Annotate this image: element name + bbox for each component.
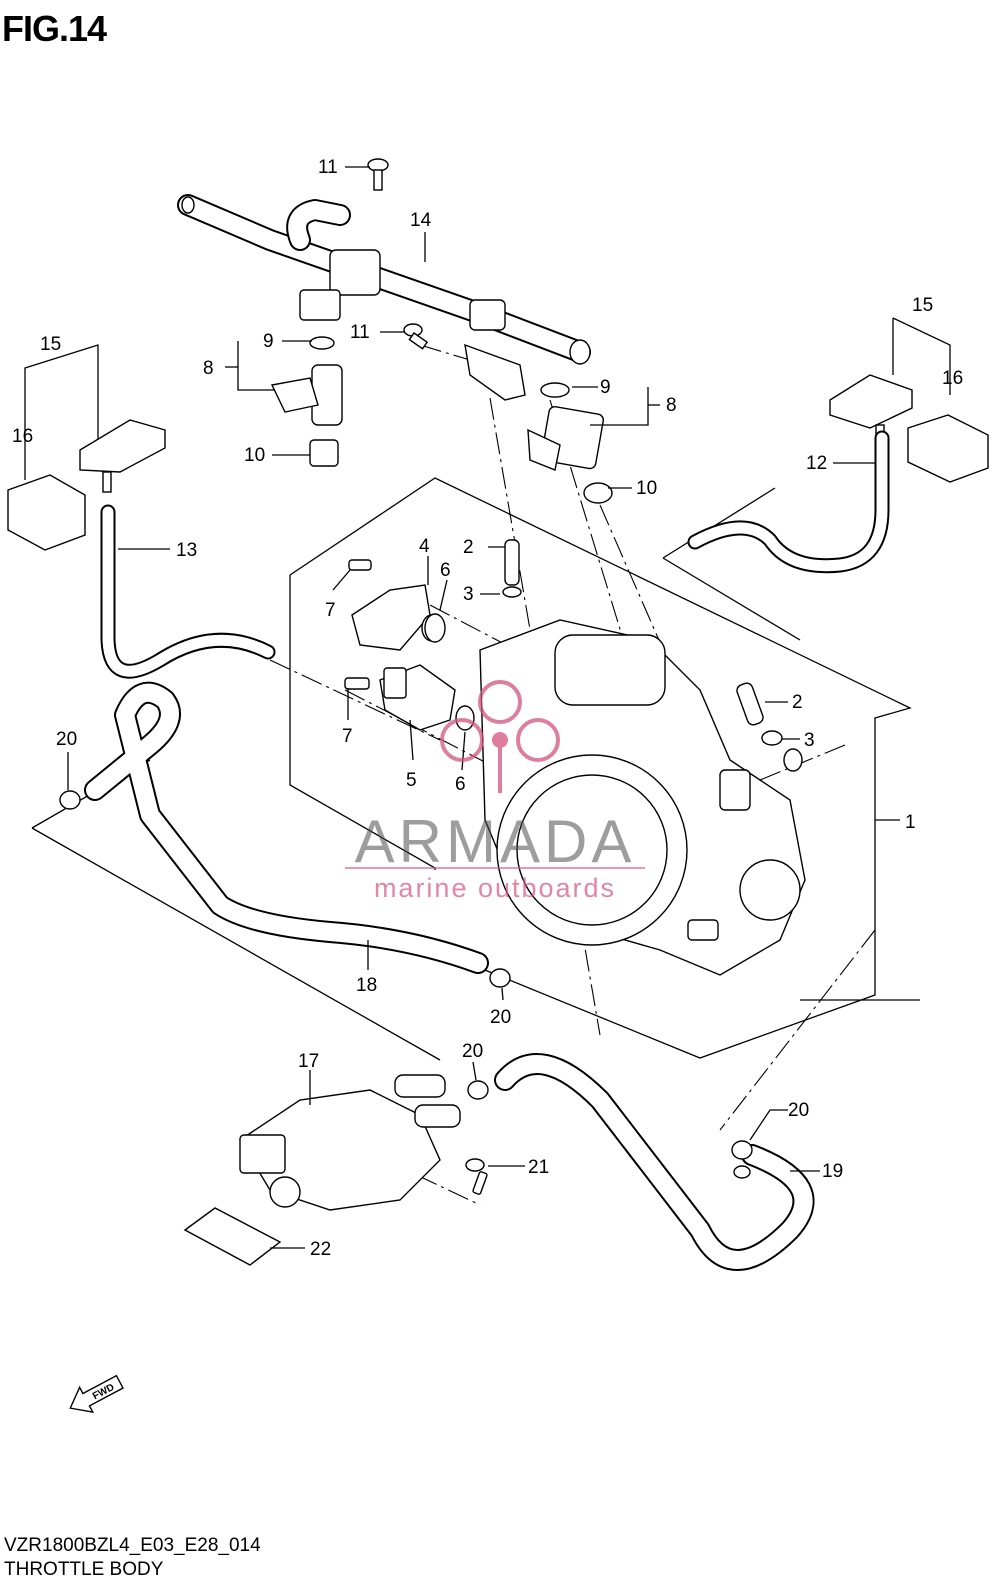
callout-2: 2 bbox=[463, 537, 474, 558]
hose-18 bbox=[84, 681, 489, 974]
screw-icon bbox=[403, 323, 429, 350]
watermark: ARMADA marine outboards bbox=[345, 680, 645, 903]
throttle-body bbox=[479, 619, 806, 976]
watermark-brand: ARMADA bbox=[355, 808, 636, 875]
callout-20: 20 bbox=[56, 729, 77, 750]
o-ring-3-top bbox=[502, 586, 522, 598]
isc-valve bbox=[239, 1074, 461, 1211]
callout-18: 18 bbox=[356, 975, 377, 996]
screw-icon bbox=[367, 158, 389, 191]
callout-9: 9 bbox=[600, 377, 611, 398]
model-code: VZR1800BZL4_E03_E28_014 bbox=[4, 1535, 261, 1556]
fuel-injector-left bbox=[270, 336, 343, 467]
screw-2-right bbox=[736, 682, 764, 726]
callout-16: 16 bbox=[942, 368, 963, 389]
callout-6: 6 bbox=[440, 560, 451, 581]
callout-12: 12 bbox=[806, 453, 827, 474]
callout-15: 15 bbox=[912, 295, 933, 316]
clamp-icon bbox=[733, 1165, 751, 1179]
callout-2: 2 bbox=[792, 692, 803, 713]
watermark-tagline: marine outboards bbox=[374, 873, 616, 903]
o-ring-3-right bbox=[761, 730, 783, 746]
callout-6: 6 bbox=[455, 774, 466, 795]
callout-1: 1 bbox=[905, 812, 916, 833]
o-ring-6 bbox=[424, 613, 475, 731]
figure-title: FIG.14 bbox=[2, 8, 107, 49]
callout-15: 15 bbox=[40, 334, 61, 355]
callout-9: 9 bbox=[263, 331, 274, 352]
callout-11: 11 bbox=[350, 322, 370, 343]
callout-10: 10 bbox=[636, 478, 657, 499]
callout-14: 14 bbox=[410, 210, 432, 231]
screw-2-top bbox=[504, 539, 520, 586]
hose-12 bbox=[687, 430, 890, 574]
callout-10: 10 bbox=[244, 445, 265, 466]
callout-13: 13 bbox=[176, 540, 197, 561]
callout-3: 3 bbox=[804, 730, 815, 751]
fuel-delivery-pipe bbox=[177, 194, 591, 401]
leader-lines bbox=[24, 166, 951, 1249]
callout-22: 22 bbox=[310, 1239, 331, 1260]
clamp-icon bbox=[467, 1080, 489, 1100]
callout-20: 20 bbox=[788, 1100, 809, 1121]
hose-13 bbox=[100, 504, 276, 679]
callout-7: 7 bbox=[325, 600, 336, 621]
callout-20: 20 bbox=[462, 1041, 483, 1062]
coupler-right bbox=[829, 374, 913, 442]
callout-11: 11 bbox=[318, 157, 338, 178]
callout-17: 17 bbox=[298, 1051, 319, 1072]
callout-4: 4 bbox=[419, 536, 430, 557]
sensor-5 bbox=[379, 664, 456, 731]
screw-7 bbox=[344, 559, 372, 690]
clamp-icon bbox=[489, 968, 511, 988]
callout-8: 8 bbox=[666, 395, 677, 416]
clamp-icon bbox=[59, 790, 81, 810]
callout-8: 8 bbox=[203, 358, 214, 379]
hose-19 bbox=[494, 1053, 815, 1271]
forward-arrow-icon: FWD bbox=[69, 1374, 124, 1413]
coupler-left bbox=[79, 419, 166, 493]
callout-3: 3 bbox=[463, 584, 474, 605]
watermark-logo-icon bbox=[440, 680, 560, 793]
callout-16: 16 bbox=[12, 426, 33, 447]
callout-21: 21 bbox=[528, 1157, 549, 1178]
callout-labels: 1 2 2 3 3 4 5 6 6 7 7 8 8 9 9 10 10 11 1… bbox=[12, 157, 963, 1260]
callout-5: 5 bbox=[406, 770, 417, 791]
pad-22 bbox=[183, 1207, 282, 1266]
clamp-icon bbox=[731, 1140, 753, 1160]
callout-20: 20 bbox=[490, 1007, 511, 1028]
callout-19: 19 bbox=[822, 1161, 843, 1182]
callout-7: 7 bbox=[342, 726, 353, 747]
cap-right bbox=[907, 414, 989, 483]
fuel-injector-right bbox=[527, 382, 613, 504]
cap-left bbox=[7, 474, 86, 551]
screw-21 bbox=[465, 1158, 488, 1195]
fwd-label: FWD bbox=[91, 1382, 116, 1402]
section-name: THROTTLE BODY bbox=[4, 1559, 164, 1580]
